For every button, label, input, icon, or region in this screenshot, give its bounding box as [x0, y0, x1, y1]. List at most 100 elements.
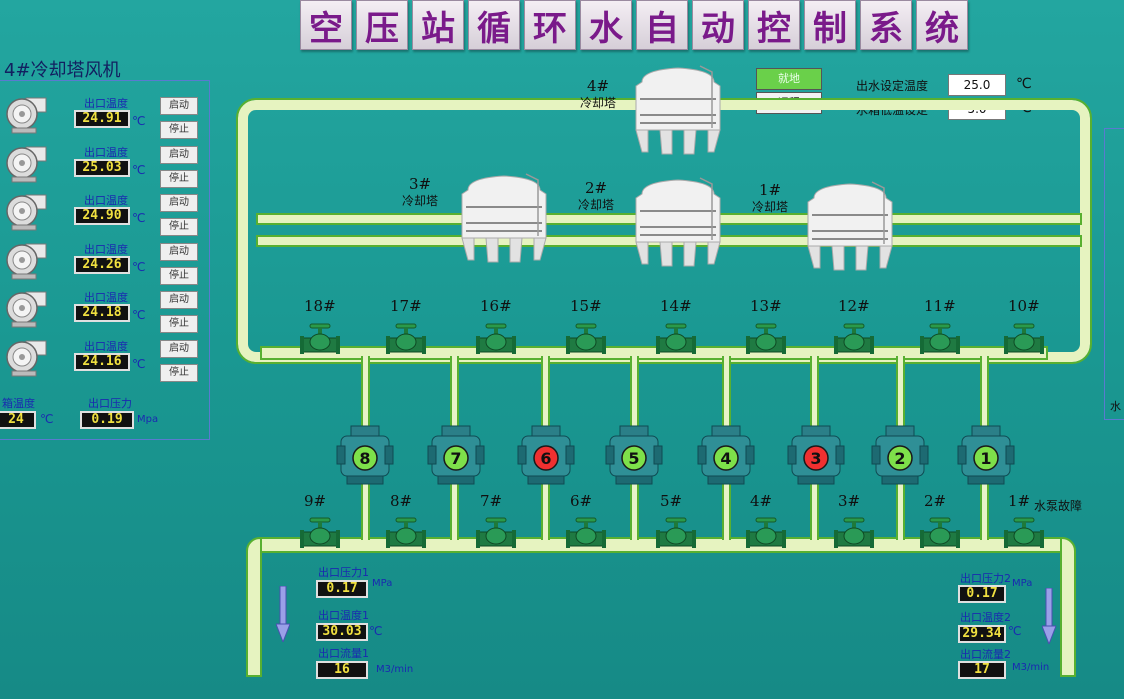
pump-icon[interactable]: [333, 424, 397, 486]
cooling-tower-icon: [635, 65, 721, 155]
pump-number: 6: [540, 449, 552, 468]
pump-icon[interactable]: [424, 424, 488, 486]
pump-icon[interactable]: [694, 424, 758, 486]
fan-stop-button[interactable]: 停止: [160, 218, 198, 236]
valve-icon[interactable]: [566, 516, 606, 550]
tank-temp-display: 24: [0, 411, 36, 429]
fan-outlet-temp-display: 24.16: [74, 353, 130, 371]
fan-stop-button[interactable]: 停止: [160, 121, 198, 139]
valve-icon[interactable]: [834, 516, 874, 550]
bottom-valve-label: 3#: [838, 492, 861, 510]
flow-down-arrow-icon: [1042, 588, 1056, 644]
fan-icon: [6, 291, 47, 328]
outlet1-flow-display: 16: [316, 661, 368, 679]
fan-start-button[interactable]: 启动: [160, 340, 198, 358]
outlet1-temp-unit: ℃: [369, 624, 383, 638]
pump-number: 5: [628, 449, 640, 468]
top-valve-label: 10#: [1008, 297, 1040, 315]
title-char: 空: [300, 0, 352, 50]
fan-outlet-temp-display: 24.91: [74, 110, 130, 128]
valve-icon[interactable]: [746, 516, 786, 550]
cooling-tower-number: 3#: [408, 175, 432, 193]
fan-outlet-temp-label: 出口温度: [84, 340, 128, 353]
fan-stop-button[interactable]: 停止: [160, 364, 198, 382]
title-char: 站: [412, 0, 464, 50]
cooling-tower-number: 2#: [584, 179, 608, 197]
fan-stop-button[interactable]: 停止: [160, 267, 198, 285]
valve-icon[interactable]: [386, 322, 426, 356]
valve-icon[interactable]: [476, 516, 516, 550]
title-char: 水: [580, 0, 632, 50]
fan-outlet-temp-label: 出口温度: [84, 243, 128, 256]
pump-number: 4: [720, 449, 732, 468]
valve-icon[interactable]: [746, 322, 786, 356]
pump-icon[interactable]: [784, 424, 848, 486]
outlet-setpoint-input[interactable]: 25.0: [948, 74, 1006, 96]
valve-icon[interactable]: [300, 516, 340, 550]
valve-icon[interactable]: [386, 516, 426, 550]
outlet1-flow-label: 出口流量1: [318, 647, 369, 660]
fan-icon: [6, 97, 47, 134]
fan-stop-button[interactable]: 停止: [160, 315, 198, 333]
fan-temp-unit: ℃: [132, 163, 146, 177]
outlet2-pressure-label: 出口压力2: [960, 572, 1011, 585]
panel-pressure-label: 出口压力: [88, 397, 132, 410]
panel-pressure-display: 0.19: [80, 411, 134, 429]
outlet2-flow-display: 17: [958, 661, 1006, 679]
cooling-tower-icon: [635, 177, 721, 267]
top-valve-label: 17#: [390, 297, 422, 315]
pump-status-indicator: [443, 445, 469, 471]
outlet2-pressure-unit: MPa: [1012, 578, 1033, 589]
valve-icon[interactable]: [920, 516, 960, 550]
fan-temp-unit: ℃: [132, 260, 146, 274]
valve-icon[interactable]: [656, 322, 696, 356]
outlet1-pressure-label: 出口压力1: [318, 566, 369, 579]
valve-icon[interactable]: [566, 322, 606, 356]
pump-icon[interactable]: [514, 424, 578, 486]
top-valve-label: 15#: [570, 297, 602, 315]
fan-temp-unit: ℃: [132, 308, 146, 322]
title-char: 动: [692, 0, 744, 50]
tank-temp-label: 箱温度: [2, 397, 35, 410]
valve-icon[interactable]: [476, 322, 516, 356]
fan-panel-title: 4#冷却塔风机: [4, 60, 121, 81]
cooling-tower-name: 冷却塔: [402, 194, 439, 208]
bottom-valve-label: 2#: [924, 492, 947, 510]
fan-start-button[interactable]: 启动: [160, 194, 198, 212]
title-char: 控: [748, 0, 800, 50]
valve-icon[interactable]: [834, 322, 874, 356]
valve-icon[interactable]: [1004, 516, 1044, 550]
fan-temp-unit: ℃: [132, 357, 146, 371]
tank-temp-unit: ℃: [40, 412, 54, 426]
pump-icon[interactable]: [868, 424, 932, 486]
pump-icon[interactable]: [954, 424, 1018, 486]
top-valve-label: 12#: [838, 297, 870, 315]
fan-outlet-temp-display: 24.90: [74, 207, 130, 225]
pump-number: 3: [810, 449, 822, 468]
bottom-valve-label: 6#: [570, 492, 593, 510]
valve-icon[interactable]: [1004, 322, 1044, 356]
top-valve-label: 18#: [304, 297, 336, 315]
fan-start-button[interactable]: 启动: [160, 243, 198, 261]
valve-icon[interactable]: [300, 322, 340, 356]
pump-icon[interactable]: [602, 424, 666, 486]
fan-icon: [6, 146, 47, 183]
valve-icon[interactable]: [656, 516, 696, 550]
outlet-setpoint-label: 出水设定温度: [856, 79, 929, 93]
outlet2-flow-unit: M3/min: [1012, 662, 1050, 673]
pump-number: 1: [980, 449, 992, 468]
system-title: 空 压 站 循 环 水 自 动 控 制 系 统: [300, 0, 968, 50]
valve-icon[interactable]: [920, 322, 960, 356]
pump-number: 2: [894, 449, 906, 468]
cooling-tower-label: 2# 冷却塔: [578, 180, 614, 214]
title-char: 统: [916, 0, 968, 50]
fan-start-button[interactable]: 启动: [160, 97, 198, 115]
outlet1-flow-unit: M3/min: [376, 664, 414, 675]
fan-stop-button[interactable]: 停止: [160, 170, 198, 188]
local-mode-button[interactable]: 就地: [756, 68, 822, 90]
fan-start-button[interactable]: 启动: [160, 146, 198, 164]
fan-start-button[interactable]: 启动: [160, 291, 198, 309]
top-valve-label: 16#: [480, 297, 512, 315]
fan-outlet-temp-label: 出口温度: [84, 291, 128, 304]
